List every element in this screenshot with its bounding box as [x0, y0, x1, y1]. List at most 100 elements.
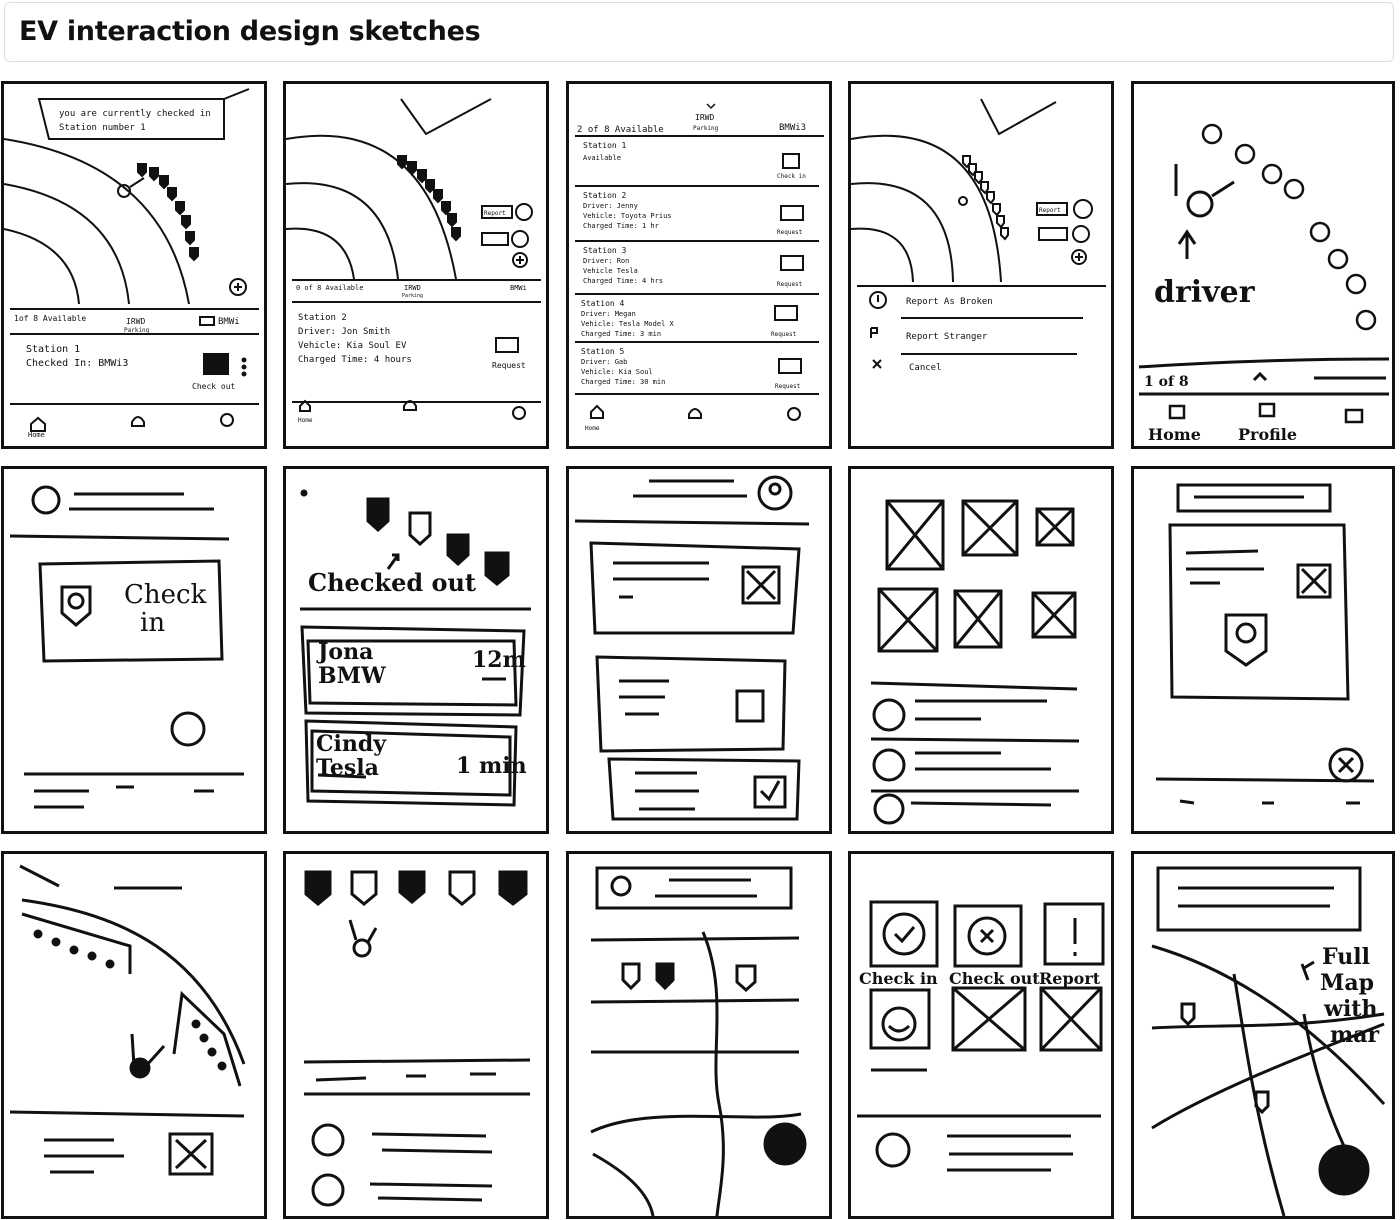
add-icon[interactable]	[229, 278, 247, 296]
car-icon[interactable]	[778, 358, 802, 374]
report-button[interactable]	[481, 205, 513, 219]
home-icon[interactable]	[1168, 404, 1186, 420]
arrow-up-icon	[1177, 229, 1197, 259]
sketch-station-request: Report 0 of 8 Available IRWD Parking BMW…	[283, 81, 549, 449]
image-placeholders[interactable]	[877, 499, 1077, 653]
checkbox-checked[interactable]	[753, 775, 787, 809]
home-icon[interactable]	[30, 416, 46, 432]
arrow-icon	[1300, 960, 1315, 981]
charger-button-icon[interactable]	[170, 711, 206, 747]
avatar-icon[interactable]	[311, 1123, 345, 1157]
sketch-check-in-card: Check in	[1, 466, 267, 834]
driver-marker-icon	[1186, 190, 1214, 218]
charger-icon	[60, 585, 92, 627]
chevron-down-icon[interactable]	[706, 103, 716, 110]
checked-in-banner	[37, 98, 225, 140]
avatar-icon[interactable]	[311, 1173, 345, 1207]
report-button-2[interactable]	[481, 232, 509, 246]
home-icon[interactable]	[590, 404, 604, 419]
list-card[interactable]	[607, 757, 801, 821]
sketch-action-grid: Check in Check out Report	[848, 851, 1114, 1219]
car-icon[interactable]	[774, 305, 798, 321]
report-button-2[interactable]	[1038, 227, 1068, 241]
charger-icon	[1224, 613, 1268, 667]
add-icon[interactable]	[1071, 249, 1087, 265]
bell-icon[interactable]	[131, 416, 145, 427]
close-icon[interactable]	[872, 359, 882, 369]
location-pin-icon	[763, 1122, 807, 1166]
check-in-button[interactable]	[869, 900, 939, 968]
charger-icon[interactable]	[1073, 199, 1093, 219]
page-title: EV interaction design sketches	[19, 16, 481, 47]
car-icon[interactable]	[780, 255, 804, 271]
driver-marker-icon	[117, 184, 131, 198]
flag-icon[interactable]	[870, 327, 878, 338]
sketch-driver-map: driver 1 of 8 Home Profile	[1131, 81, 1395, 449]
avatar-icon[interactable]	[872, 698, 906, 732]
alert-icon[interactable]	[1072, 225, 1090, 243]
avatar-icon[interactable]	[872, 748, 906, 782]
sketch-full-map: Full Map with mar	[1131, 851, 1395, 1219]
check-icon	[882, 912, 926, 956]
close-box-icon[interactable]	[1296, 563, 1332, 599]
sketch-modal	[1131, 466, 1395, 834]
avatar-icon[interactable]	[873, 793, 905, 825]
location-pin-icon	[129, 1057, 151, 1079]
charger-icons	[366, 497, 510, 586]
sketch-station-list: 2 of 8 Available IRWD Parking BMWi3 Stat…	[566, 81, 832, 449]
sketch-report-menu: Report Report As Broken Report Stranger …	[848, 81, 1114, 449]
profile-icon[interactable]	[1258, 402, 1276, 418]
close-box-icon[interactable]	[168, 1132, 214, 1176]
bell-icon[interactable]	[403, 400, 417, 411]
home-icon[interactable]	[299, 399, 311, 412]
avatar-icon[interactable]	[757, 475, 793, 511]
list-card[interactable]	[589, 541, 801, 635]
list-card[interactable]	[595, 655, 787, 753]
sketch-image-grid	[848, 466, 1114, 834]
add-icon[interactable]	[512, 252, 528, 268]
search-bar[interactable]	[595, 866, 793, 910]
avatar-icon[interactable]	[875, 1132, 911, 1168]
feedback-button[interactable]	[869, 988, 931, 1050]
search-bar[interactable]	[1176, 483, 1332, 513]
alert-icon[interactable]	[869, 291, 887, 309]
avatar-icon[interactable]	[31, 485, 61, 515]
avatar-icon[interactable]	[610, 875, 632, 897]
list-card[interactable]	[304, 719, 518, 807]
list-card[interactable]	[300, 625, 526, 717]
image-placeholder[interactable]	[951, 986, 1027, 1052]
charger-icons	[962, 155, 1009, 241]
charger-icons	[621, 962, 757, 993]
charger-icon[interactable]	[203, 353, 229, 375]
checkbox-empty[interactable]	[735, 689, 765, 723]
car-icon[interactable]	[495, 337, 519, 353]
sketch-station-checked-in: you are currently checked in Station num…	[1, 81, 267, 449]
report-button[interactable]	[1036, 202, 1068, 216]
check-out-button[interactable]	[953, 904, 1023, 968]
bell-icon[interactable]	[688, 408, 702, 419]
report-button[interactable]	[1043, 902, 1105, 966]
car-icon[interactable]	[780, 205, 804, 221]
gear-icon[interactable]	[512, 406, 526, 420]
chevron-up-icon[interactable]	[1252, 371, 1268, 382]
charger-icon[interactable]	[515, 203, 533, 221]
sketch-map-pin	[1, 851, 267, 1219]
search-bar[interactable]	[1156, 866, 1362, 932]
modal-card[interactable]	[1168, 523, 1350, 701]
checkbox-checked[interactable]	[741, 565, 781, 605]
driver-marker-icon	[958, 196, 968, 206]
station-dots	[33, 929, 227, 1071]
sketch-route-map	[566, 851, 832, 1219]
gear-icon[interactable]	[787, 407, 801, 421]
sketch-checked-out-list: Checked out Jona BMW 12m Cindy Tesla 1 m…	[283, 466, 549, 834]
car-icon	[199, 316, 215, 326]
settings-icon[interactable]	[1344, 408, 1364, 424]
alert-icon[interactable]	[511, 230, 529, 248]
charger-icon[interactable]	[782, 153, 800, 169]
check-in-card[interactable]	[38, 559, 224, 663]
gear-icon[interactable]	[220, 413, 234, 427]
page-header: EV interaction design sketches	[4, 2, 1394, 62]
charger-icon	[1180, 1002, 1196, 1027]
station-number-markers	[1201, 123, 1377, 331]
image-placeholder[interactable]	[1039, 986, 1103, 1052]
